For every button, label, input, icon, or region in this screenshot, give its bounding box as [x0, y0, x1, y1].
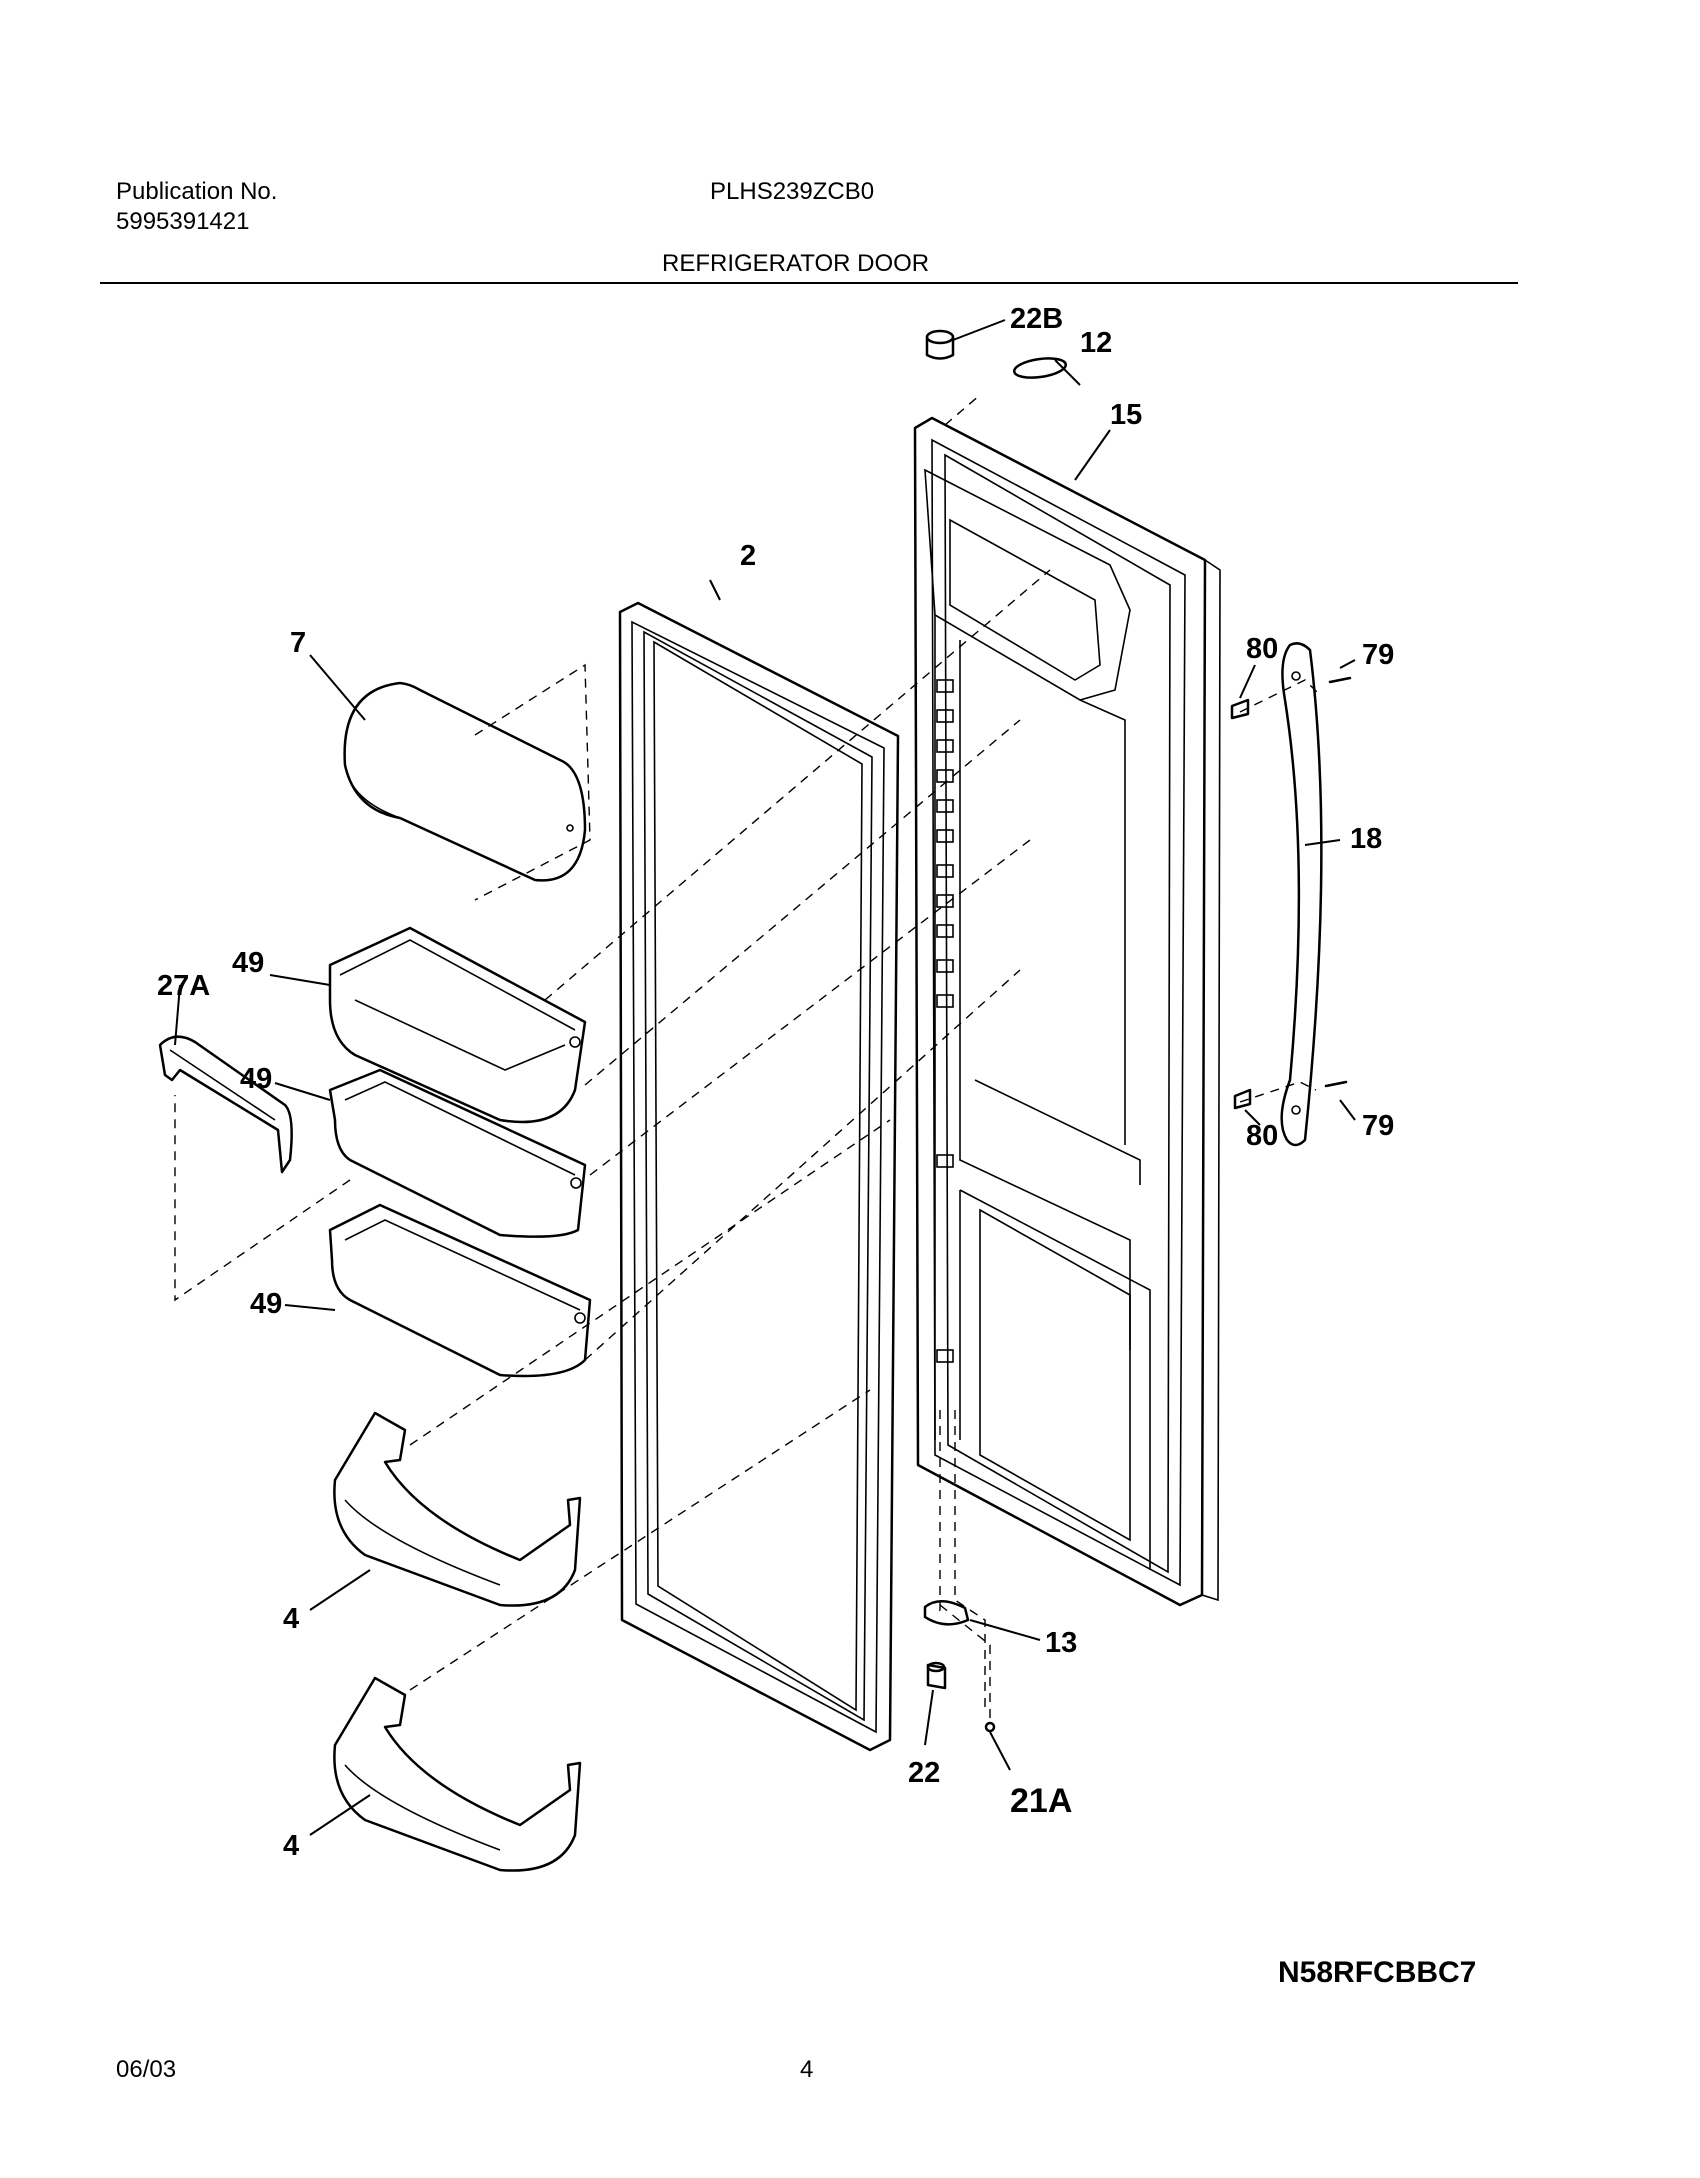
callout-13: 13: [1045, 1627, 1077, 1659]
diagram-code: N58RFCBBC7: [1278, 1956, 1477, 1989]
callout-27a: 27A: [157, 970, 210, 1002]
top-hinge-bushing: [925, 329, 955, 360]
ice-bin: [343, 681, 587, 882]
callout-22: 22: [908, 1757, 940, 1789]
callout-15: 15: [1110, 399, 1142, 431]
door-shelf-upper: [333, 1411, 582, 1607]
bottom-screw: [984, 1721, 996, 1733]
assembly-lines: [174, 394, 1319, 1720]
handle-plugs: [1230, 698, 1252, 1110]
header-rule: [100, 282, 1518, 284]
liner-shelf-bumps: [936, 679, 954, 1363]
callout-79-bottom: 79: [1362, 1110, 1394, 1142]
door-bin-lower: [328, 1203, 592, 1378]
callout-49-middle: 49: [240, 1063, 272, 1095]
callouts: 22B 12 15 2 7 80 79 18 49 27A 49 49 80 7…: [157, 303, 1394, 1862]
top-cap: [1012, 357, 1068, 379]
callout-22b: 22B: [1010, 303, 1063, 335]
callout-2: 2: [740, 540, 756, 572]
model-number: PLHS239ZCB0: [710, 178, 875, 205]
door-bin-upper: [328, 926, 587, 1124]
callout-18: 18: [1350, 823, 1382, 855]
page-number: 4: [800, 2056, 814, 2083]
door-handle: [1280, 642, 1323, 1147]
callout-80-top: 80: [1246, 633, 1278, 665]
bin-guard: [158, 1035, 293, 1174]
callout-80-bottom: 80: [1246, 1120, 1278, 1152]
door-gasket: [618, 601, 900, 1752]
bottom-hinge-bushing: [926, 1661, 947, 1690]
door-bin-middle: [328, 1068, 587, 1238]
callout-12: 12: [1080, 327, 1112, 359]
publication-number: 5995391421: [116, 208, 250, 235]
door-liner: [913, 416, 1221, 1607]
publication-label: Publication No.: [116, 178, 278, 205]
callout-4-upper: 4: [283, 1603, 299, 1635]
callout-49-lower: 49: [250, 1288, 282, 1320]
footer-date: 06/03: [116, 2056, 177, 2083]
bottom-hinge-plate: [923, 1600, 970, 1626]
callout-21a: 21A: [1010, 1782, 1072, 1820]
callout-79-top: 79: [1362, 639, 1394, 671]
callout-49-upper: 49: [232, 947, 264, 979]
door-shelf-lower: [333, 1676, 582, 1872]
leader-lines: [174, 319, 1356, 1836]
callout-4-lower: 4: [283, 1830, 299, 1862]
callout-7: 7: [290, 627, 306, 659]
section-title: REFRIGERATOR DOOR: [662, 250, 930, 277]
handle-screws: [1324, 676, 1352, 1088]
